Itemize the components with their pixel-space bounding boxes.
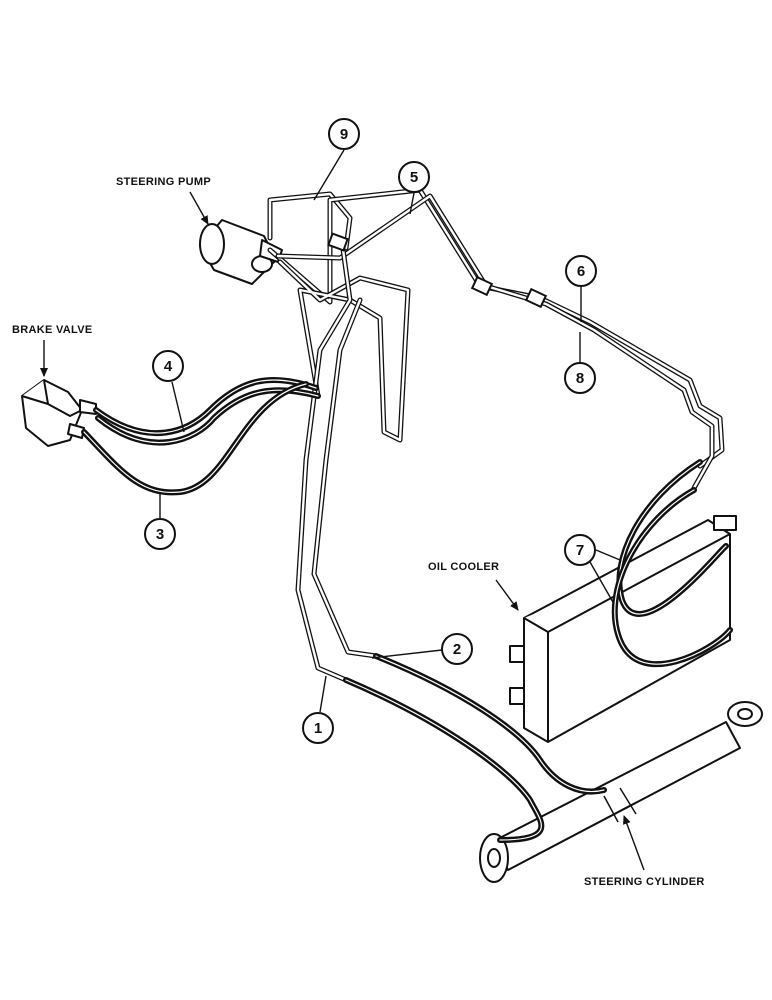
rubber-hoses [81, 376, 733, 843]
callout-3: 3 [144, 494, 176, 550]
svg-text:8: 8 [576, 370, 584, 387]
steel-tubes [267, 187, 725, 683]
callout-9: 9 [313, 118, 360, 201]
callout-2: 2 [371, 633, 473, 665]
steering-pump-arrow [189, 191, 209, 225]
brake-valve-label: BRAKE VALVE [12, 324, 93, 336]
steering-pump-label: STEERING PUMP [116, 176, 211, 188]
brake-valve [21, 379, 97, 447]
svg-text:4: 4 [164, 358, 173, 375]
svg-text:5: 5 [410, 169, 418, 186]
svg-text:6: 6 [577, 263, 585, 280]
svg-text:9: 9 [340, 126, 348, 143]
svg-text:2: 2 [453, 641, 461, 658]
callout-7: 7 [564, 534, 621, 605]
callout-6: 6 [565, 255, 597, 322]
callout-1: 1 [302, 675, 334, 744]
steering-cylinder-label: STEERING CYLINDER [584, 876, 705, 888]
oil-cooler-arrow [495, 579, 519, 611]
steering-cylinder-arrow [623, 815, 645, 871]
callout-5: 5 [398, 161, 430, 215]
svg-text:7: 7 [576, 542, 584, 559]
svg-text:1: 1 [314, 720, 322, 737]
steering-cylinder [479, 701, 763, 883]
oil-cooler [509, 515, 737, 743]
callout-4: 4 [152, 350, 185, 433]
callout-8: 8 [564, 332, 596, 394]
svg-text:3: 3 [156, 526, 164, 543]
oil-cooler-label: OIL COOLER [428, 561, 499, 573]
